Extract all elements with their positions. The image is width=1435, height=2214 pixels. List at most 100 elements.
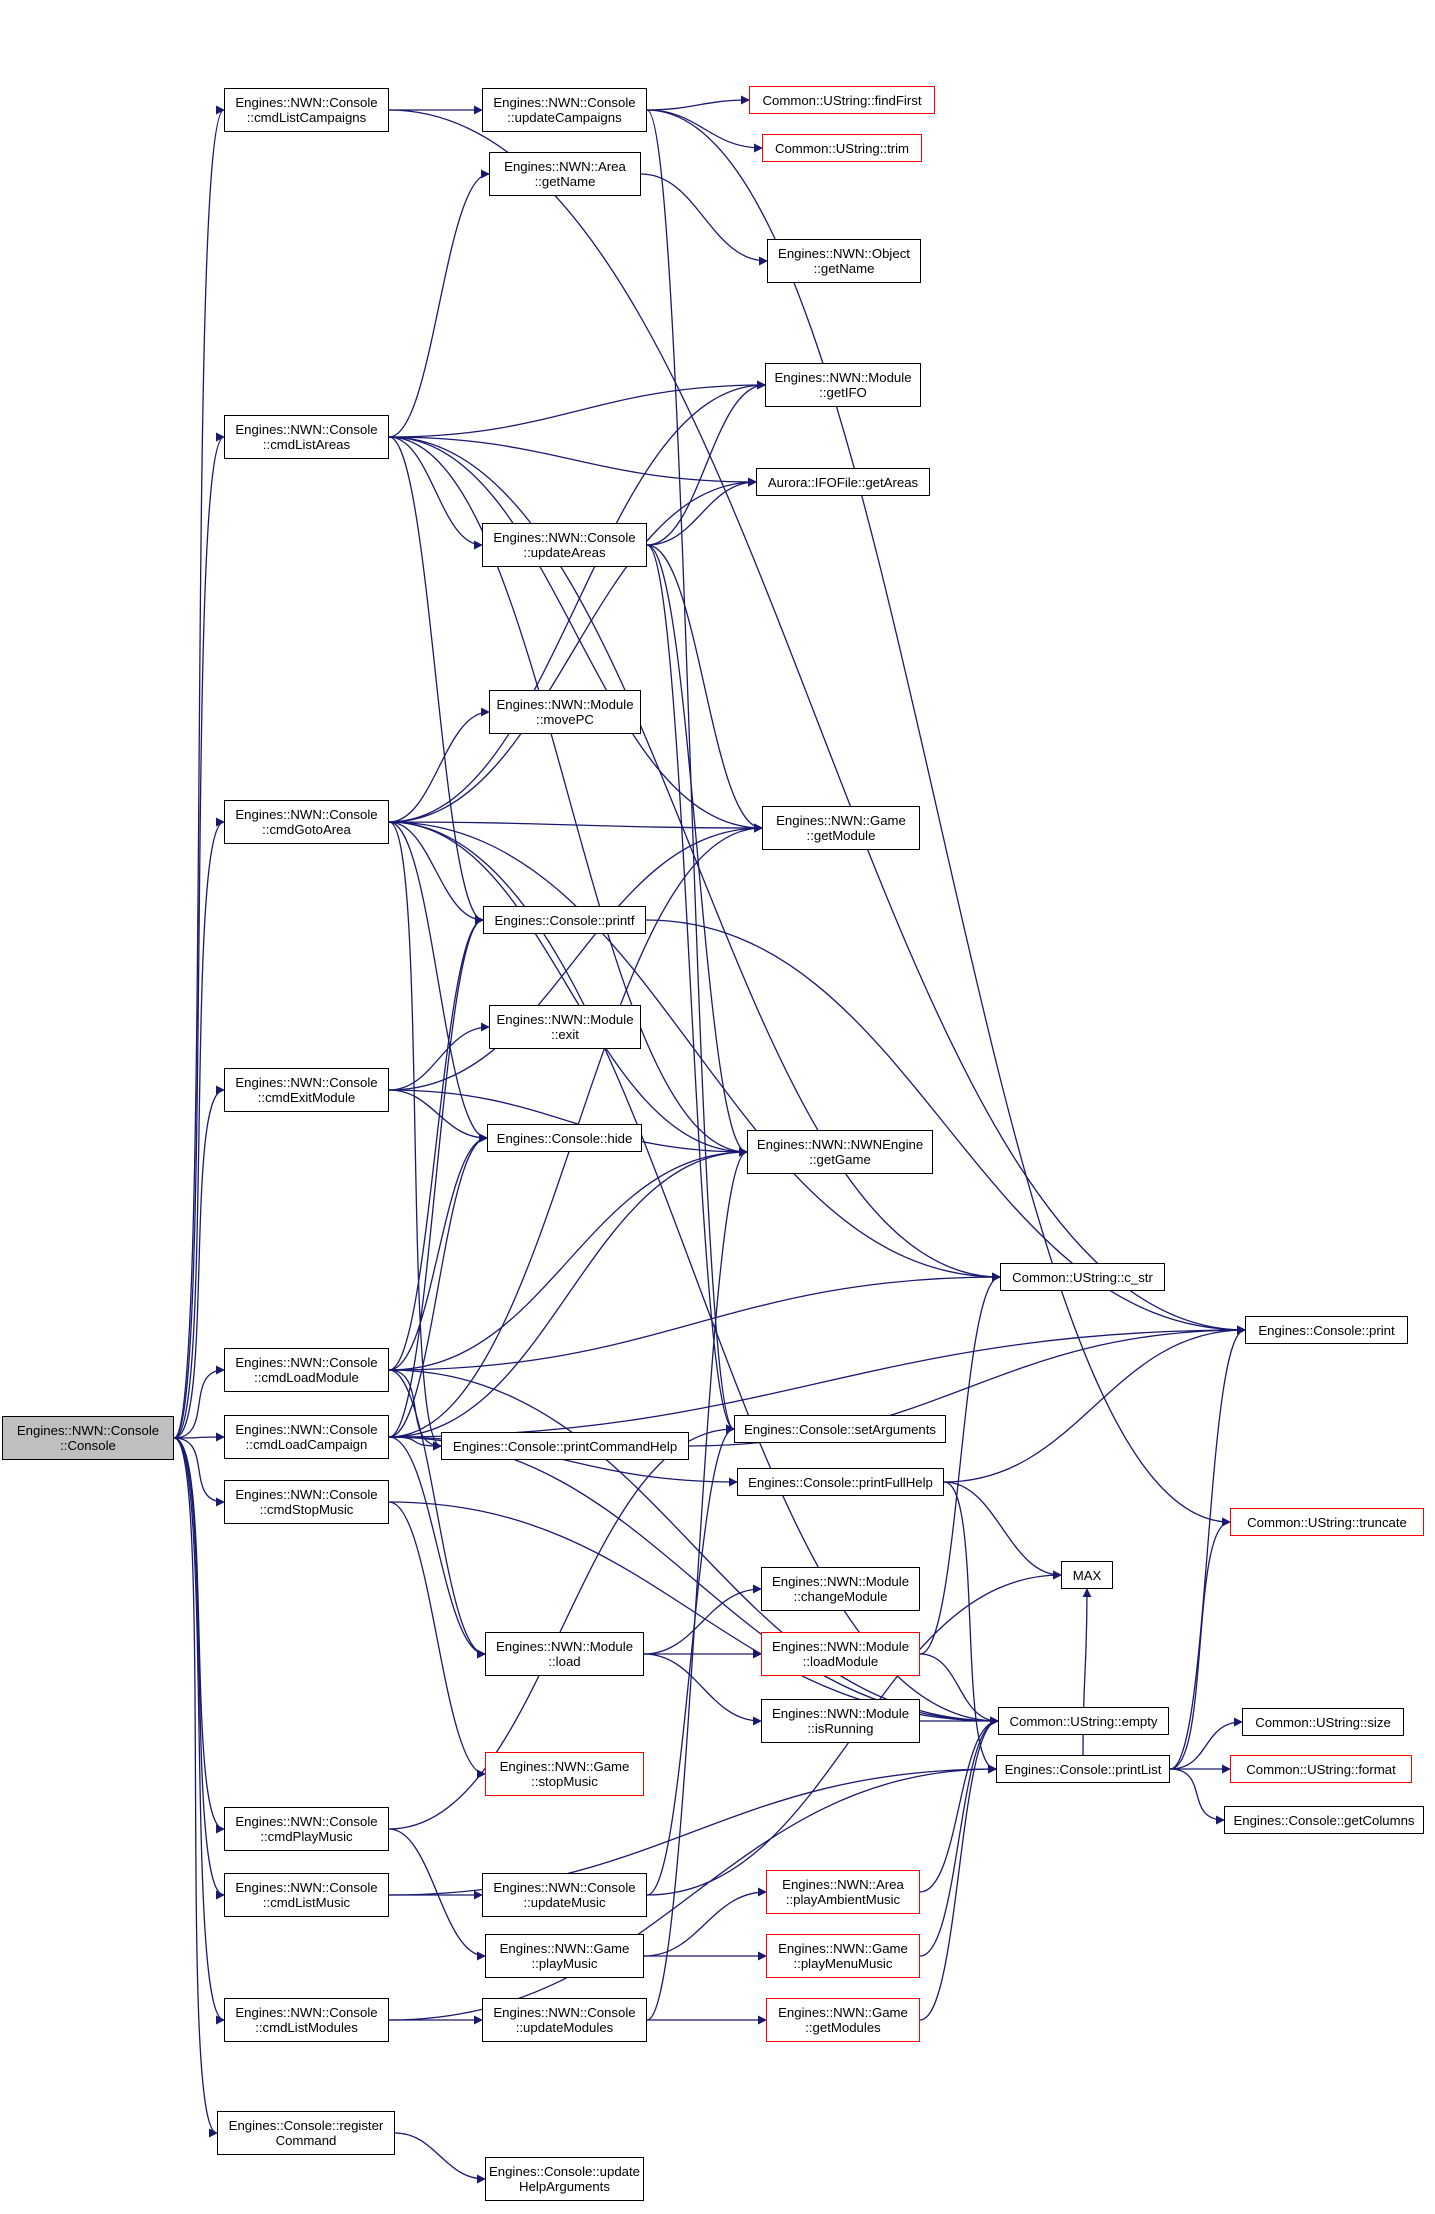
node-c_str[interactable]: Common::UString::c_str [1000,1263,1165,1291]
node-label: Engines::NWN::Module ::loadModule [771,1639,910,1669]
edge-cmdStopMusic-to-empty [388,1501,999,1726]
node-get-modules[interactable]: Engines::NWN::Game ::getModules [766,1998,920,2042]
node-printf[interactable]: Engines::Console::printf [483,906,646,934]
edge-cmdLoadModule-to-c_str [388,1272,1001,1371]
node-empty[interactable]: Common::UString::empty [998,1707,1169,1735]
node-label: Common::UString::truncate [1247,1514,1407,1530]
node-get-ifo[interactable]: Engines::NWN::Module ::getIFO [765,363,921,407]
node-move-pc[interactable]: Engines::NWN::Module ::movePC [489,690,641,734]
edge-console-to-cmdListMusic [173,1437,225,1900]
node-label: Engines::NWN::Module ::load [495,1639,634,1669]
edge-console-to-cmdListAreas [173,432,225,1439]
edge-printList-to-size [1169,1717,1243,1770]
node-update-campaigns[interactable]: Engines::NWN::Console ::updateCampaigns [482,88,647,132]
node-change-module[interactable]: Engines::NWN::Module ::changeModule [761,1567,920,1611]
edge-areaGetName-to-objectGetName [640,173,768,266]
node-cmd-list-modules[interactable]: Engines::NWN::Console ::cmdListModules [224,1998,389,2042]
node-label: Engines::NWN::Area ::playAmbientMusic [782,1877,904,1907]
node-max[interactable]: MAX [1061,1561,1113,1589]
edge-console-to-cmdExitModule [173,1085,225,1439]
edge-cmdExitModule-to-hide [388,1089,488,1143]
edge-console-to-cmdStopMusic [173,1437,225,1507]
node-update-modules[interactable]: Engines::NWN::Console ::updateModules [482,1998,647,2042]
edge-cmdExitModule-to-getGame [388,1089,748,1157]
edge-playMenuMusic-to-empty [919,1716,999,1957]
node-label: Engines::Console::update HelpArguments [488,2164,641,2194]
node-label: Engines::NWN::Game ::playMusic [499,1941,630,1971]
node-cmd-list-areas[interactable]: Engines::NWN::Console ::cmdListAreas [224,415,389,459]
node-play-ambient-music[interactable]: Engines::NWN::Area ::playAmbientMusic [766,1870,920,1914]
node-cmd-play-music[interactable]: Engines::NWN::Console ::cmdPlayMusic [224,1807,389,1851]
edge-getModules-to-empty [919,1716,999,2021]
edge-cmdGotoArea-to-getModule [388,821,763,833]
edge-cmdLoadModule-to-hide [388,1133,488,1371]
node-find-first[interactable]: Common::UString::findFirst [749,86,935,114]
edge-updateAreas-to-getIFO [646,380,766,546]
node-update-help-arguments[interactable]: Engines::Console::update HelpArguments [485,2157,644,2201]
node-trim[interactable]: Common::UString::trim [762,134,922,162]
node-truncate[interactable]: Common::UString::truncate [1230,1508,1424,1536]
node-set-arguments[interactable]: Engines::Console::setArguments [734,1415,946,1443]
node-label: Engines::Console::getColumns [1233,1812,1415,1828]
node-print-command-help[interactable]: Engines::Console::printCommandHelp [441,1432,689,1460]
node-get-areas[interactable]: Aurora::IFOFile::getAreas [756,468,930,496]
edge-updateAreas-to-setArguments [646,544,735,1434]
node-exit[interactable]: Engines::NWN::Module ::exit [489,1005,641,1049]
node-get-game[interactable]: Engines::NWN::NWNEngine ::getGame [747,1130,933,1174]
node-cmd-stop-music[interactable]: Engines::NWN::Console ::cmdStopMusic [224,1480,389,1524]
node-cmd-load-campaign[interactable]: Engines::NWN::Console ::cmdLoadCampaign [224,1415,389,1459]
node-label: Engines::NWN::Console ::cmdExitModule [235,1075,378,1105]
node-area-get-name[interactable]: Engines::NWN::Area ::getName [489,152,641,196]
edge-console-to-cmdGotoArea [173,817,225,1439]
node-print-list[interactable]: Engines::Console::printList [996,1755,1170,1783]
node-label: Engines::NWN::Module ::getIFO [774,370,912,400]
node-label: Engines::NWN::Module ::changeModule [771,1574,910,1604]
node-label: Common::UString::trim [774,140,910,156]
node-cmd-list-campaigns[interactable]: Engines::NWN::Console ::cmdListCampaigns [224,88,389,132]
node-print-full-help[interactable]: Engines::Console::printFullHelp [737,1468,944,1496]
node-stop-music[interactable]: Engines::NWN::Game ::stopMusic [485,1752,644,1796]
node-label: Engines::NWN::Module ::movePC [496,697,634,727]
node-format[interactable]: Common::UString::format [1230,1755,1412,1783]
edge-cmdGotoArea-to-getAreas [388,477,757,823]
node-print[interactable]: Engines::Console::print [1245,1316,1408,1344]
node-label: Engines::Console::register Command [228,2118,384,2148]
node-label: Engines::NWN::Console ::cmdStopMusic [235,1487,378,1517]
node-label: Engines::NWN::Game ::getModules [778,2005,908,2035]
node-cmd-load-module[interactable]: Engines::NWN::Console ::cmdLoadModule [224,1348,389,1392]
node-update-areas[interactable]: Engines::NWN::Console ::updateAreas [482,523,647,567]
edge-cmdGotoArea-to-getGame [388,821,748,1157]
node-get-columns[interactable]: Engines::Console::getColumns [1224,1806,1424,1834]
node-register-command[interactable]: Engines::Console::register Command [217,2111,395,2155]
edge-cmdExitModule-to-getModule [388,823,763,1091]
node-size[interactable]: Common::UString::size [1242,1708,1404,1736]
node-console[interactable]: Engines::NWN::Console ::Console [2,1416,174,1460]
node-play-menu-music[interactable]: Engines::NWN::Game ::playMenuMusic [766,1934,920,1978]
node-cmd-exit-module[interactable]: Engines::NWN::Console ::cmdExitModule [224,1068,389,1112]
node-module-load[interactable]: Engines::NWN::Module ::load [485,1632,644,1676]
node-label: Common::UString::findFirst [762,92,922,108]
node-label: Engines::NWN::Console ::updateCampaigns [493,95,636,125]
node-cmd-list-music[interactable]: Engines::NWN::Console ::cmdListMusic [224,1873,389,1917]
node-game-play-music[interactable]: Engines::NWN::Game ::playMusic [485,1934,644,1978]
node-label: Engines::NWN::Area ::getName [504,159,626,189]
edge-printList-to-truncate [1169,1517,1231,1770]
node-is-running[interactable]: Engines::NWN::Module ::isRunning [761,1699,920,1743]
node-load-module[interactable]: Engines::NWN::Module ::loadModule [761,1632,920,1676]
node-object-get-name[interactable]: Engines::NWN::Object ::getName [767,239,921,283]
node-cmd-goto-area[interactable]: Engines::NWN::Console ::cmdGotoArea [224,800,389,844]
node-get-module[interactable]: Engines::NWN::Game ::getModule [762,806,920,850]
node-hide[interactable]: Engines::Console::hide [487,1124,642,1152]
node-label: Engines::Console::printCommandHelp [452,1438,678,1454]
node-update-music[interactable]: Engines::NWN::Console ::updateMusic [482,1873,647,1917]
edge-console-to-cmdListCampaigns [173,105,225,1439]
edge-cmdListAreas-to-c_str [388,436,1001,1282]
edge-console-to-cmdPlayMusic [173,1437,225,1834]
edge-loadModule-to-c_str [919,1272,1001,1655]
node-label: Engines::NWN::Console ::cmdLoadCampaign [235,1422,378,1452]
node-label: Engines::Console::printList [1004,1761,1162,1777]
edge-cmdLoadCampaign-to-printf [388,915,484,1438]
node-label: Engines::NWN::Console ::cmdGotoArea [235,807,378,837]
node-label: Engines::Console::printf [494,912,635,928]
